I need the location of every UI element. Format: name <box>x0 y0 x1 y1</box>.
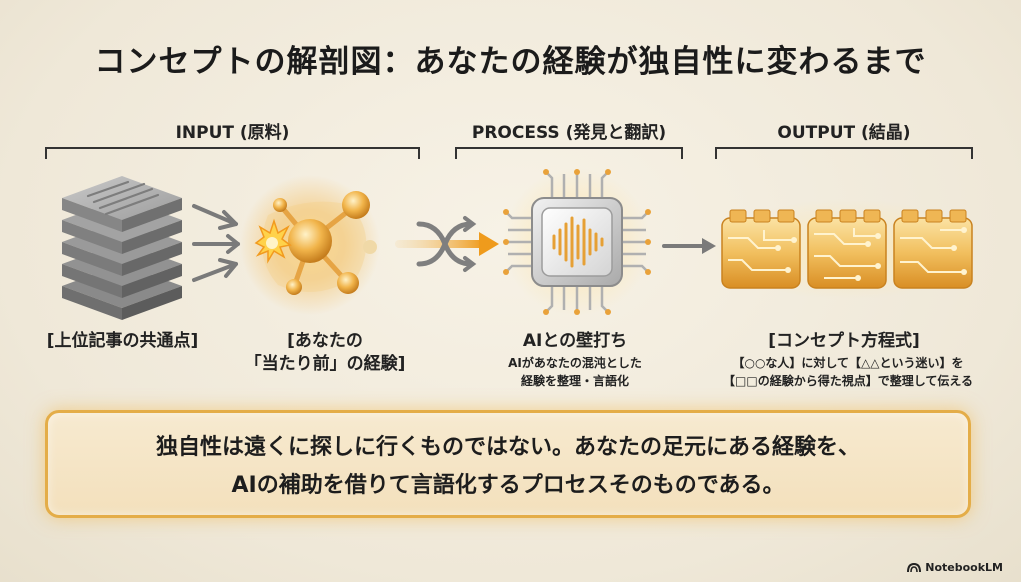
section-label-process: PROCESS (発見と翻訳) <box>471 123 667 143</box>
caption-experience-line2: 「当たり前」の経験] <box>244 354 406 374</box>
summary-line1: 独自性は遠くに探しに行くものではない。あなたの足元にある経験を、 <box>155 435 860 460</box>
document-stack-icon <box>62 176 182 320</box>
caption-ai-title: AIとの壁打ち <box>522 331 628 351</box>
shuffle-arrow-icon <box>395 216 499 272</box>
converging-arrows-icon <box>192 204 240 282</box>
watermark: NotebookLM <box>907 561 1003 574</box>
process-bracket <box>455 147 683 159</box>
section-label-output: OUTPUT (結晶) <box>777 123 911 143</box>
caption-ai-desc-line2: 経験を整理・言語化 <box>520 374 629 388</box>
circuit-block-icon <box>712 199 982 299</box>
caption-formula-line1: 【○○な人】に対して【△△という迷い】を <box>732 356 964 370</box>
right-arrow-icon <box>662 238 716 254</box>
glowing-molecule-burst-icon <box>240 175 380 315</box>
watermark-text: NotebookLM <box>925 561 1003 574</box>
caption-ai-desc-line1: AIがあなたの混沌とした <box>508 356 642 370</box>
page-title: コンセプトの解剖図：あなたの経験が独自性に変わるまで <box>94 44 927 80</box>
caption-articles: [上位記事の共通点] <box>46 331 199 351</box>
output-bracket <box>715 147 973 159</box>
caption-experience-line1: [あなたの <box>287 331 363 351</box>
ai-chip-waveform-icon <box>503 168 651 316</box>
notebooklm-logo-icon <box>907 562 922 572</box>
caption-formula-title: [コンセプト方程式] <box>768 331 920 351</box>
summary-box: 独自性は遠くに探しに行くものではない。あなたの足元にある経験を、 AIの補助を借… <box>45 410 971 518</box>
caption-formula-line2: 【□□の経験から得た視点】で整理して伝える <box>723 374 973 388</box>
summary-line2: AIの補助を借りて言語化するプロセスそのものである。 <box>231 473 785 498</box>
section-label-input: INPUT (原料) <box>175 123 290 143</box>
input-bracket <box>45 147 420 159</box>
